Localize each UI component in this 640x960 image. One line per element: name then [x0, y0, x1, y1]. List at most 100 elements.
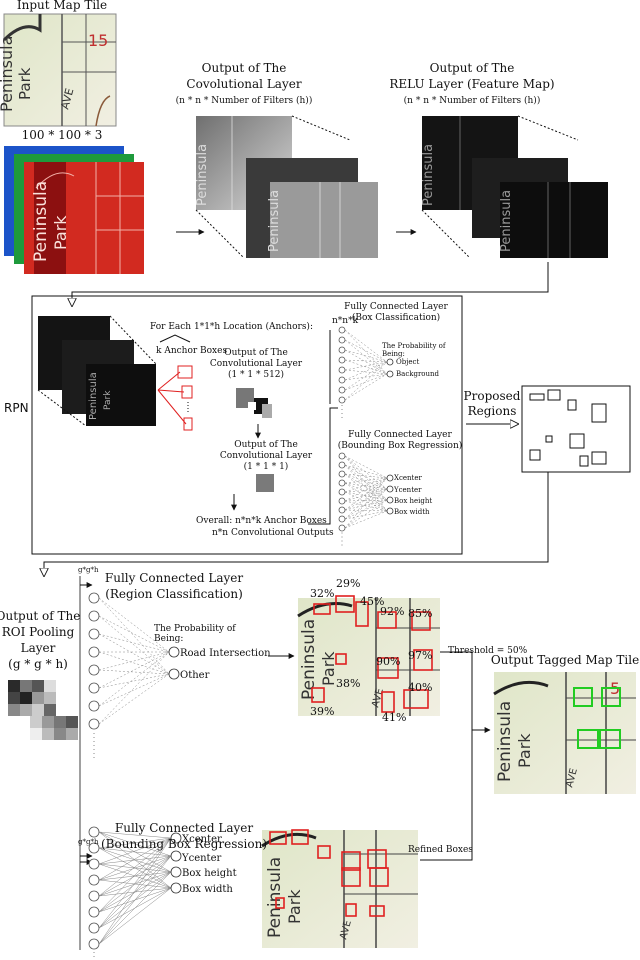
- bbox-output-node: [170, 832, 182, 844]
- region-input-node: [88, 682, 100, 694]
- rpn-reg-out-2: Ycenter: [394, 486, 422, 494]
- svg-text:Peninsula: Peninsula: [299, 619, 319, 700]
- roi-pixel: [20, 704, 32, 716]
- svg-text:Peninsula: Peninsula: [421, 144, 436, 206]
- rpn-fc-class-network: [338, 326, 394, 420]
- bbox-output-node: [170, 850, 182, 862]
- proposed-1: Proposed: [463, 389, 521, 403]
- output-map-tile: Peninsula Park AVE 5: [493, 672, 636, 794]
- rpn-class-input-node: [338, 376, 346, 384]
- roi-pixel: [54, 716, 66, 728]
- pct-label: 32%: [310, 587, 335, 600]
- rpn-class-output-node: [386, 370, 394, 378]
- rpn-reg-input-node: [338, 488, 346, 496]
- rpn-box: [31, 295, 463, 555]
- rpn-class-input-node: [338, 386, 346, 394]
- fc-region-out-other: Other: [180, 670, 210, 681]
- conv-title-2: Covolutional Layer: [186, 77, 302, 91]
- pct-label: 38%: [336, 677, 361, 690]
- region-output-node: [168, 668, 180, 680]
- bbox-input-node: [88, 858, 100, 870]
- svg-text:Park: Park: [16, 67, 34, 100]
- rpn-conv1-1: Output of The: [224, 348, 288, 358]
- svg-text:Park: Park: [285, 889, 304, 924]
- roi-pixel: [44, 680, 56, 692]
- roi-pixel: [20, 692, 32, 704]
- roi-pixel: [32, 692, 44, 704]
- proposed-2: Regions: [467, 404, 517, 418]
- relu-dims: (n * n * Number of Filters (h)): [403, 96, 541, 106]
- roi-pixel: [66, 716, 78, 728]
- rpn-conv-cube: [231, 388, 274, 511]
- rpn-feature-maps: Peninsula Park: [37, 315, 157, 427]
- rpn-class-input-node: [338, 356, 346, 364]
- pct-label: 45%: [360, 595, 385, 608]
- rpn-conv2-dims: (1 * 1 * 1): [243, 462, 289, 472]
- bbox-input-node: [88, 922, 100, 934]
- rpn-conv2-1: Output of The: [234, 440, 298, 450]
- rpn-fc-reg-title-2: (Bounding Box Regression): [337, 441, 463, 451]
- svg-text:15: 15: [88, 31, 108, 50]
- roi-pixel: [42, 716, 54, 728]
- relu-layer-stack: Peninsula Peninsula: [421, 115, 608, 259]
- rpn-prob-2: Being:: [382, 350, 405, 358]
- fc-region-size: g*g*h: [78, 566, 99, 574]
- bbox-output-node: [170, 882, 182, 894]
- rpn-fc-class-title-1: Fully Connected Layer: [344, 302, 448, 312]
- roi-pixel: [8, 692, 20, 704]
- rpn-for-each: For Each 1*1*h Location (Anchors):: [150, 322, 313, 332]
- input-map-tile: Peninsula Park AVE 15: [0, 13, 117, 127]
- rpn-reg-input-node: [338, 470, 346, 478]
- fc-region-prob-1: The Probability of: [154, 624, 236, 634]
- region-input-node: [88, 664, 100, 676]
- rpn-class-input-node: [338, 346, 346, 354]
- rpn-reg-out-1: Xcenter: [394, 474, 422, 482]
- roi-dims: (g * g * h): [8, 657, 68, 671]
- svg-text:Peninsula: Peninsula: [267, 190, 282, 252]
- region-input-node: [88, 718, 100, 730]
- rpn-anchors: [157, 365, 193, 431]
- rpn-out-background: Background: [396, 370, 440, 378]
- rpn-reg-output-node: [386, 485, 394, 493]
- pct-label: 85%: [408, 607, 433, 620]
- rpn-reg-input-node: [338, 515, 346, 523]
- svg-text:Park: Park: [103, 390, 113, 410]
- fc-bbox-title-1: Fully Connected Layer: [114, 821, 254, 835]
- relu-title-2: RELU Layer (Feature Map): [389, 77, 555, 91]
- rpn-anchor-boxes: k Anchor Boxes: [156, 346, 228, 356]
- rpn-prob-1: The Probability of: [382, 342, 446, 350]
- fc-bbox-size: g*g*h: [78, 838, 99, 846]
- relu-title-1: Output of The: [429, 61, 515, 75]
- rpn-reg-input-node: [338, 461, 346, 469]
- bbox-input-node: [88, 938, 100, 950]
- rpn-reg-input-node: [338, 452, 346, 460]
- rpn-conv1-dims: (1 * 1 * 512): [227, 370, 285, 380]
- bbox-output-node: [170, 866, 182, 878]
- pct-label: 40%: [408, 681, 433, 694]
- roi-pixel: [8, 704, 20, 716]
- svg-text:AVE: AVE: [338, 919, 354, 941]
- roi-pixel: [66, 728, 78, 740]
- svg-text:Peninsula: Peninsula: [265, 857, 285, 938]
- detection-map-tile: Peninsula Park AVE: [297, 595, 440, 716]
- roi-pixel: [8, 680, 20, 692]
- roi-pixel: [30, 728, 42, 740]
- region-input-node: [88, 646, 100, 658]
- rpn-reg-out-3: Box height: [394, 497, 433, 505]
- svg-text:AVE: AVE: [58, 87, 76, 111]
- rpn-class-input-node: [338, 336, 346, 344]
- rpn-fc-reg-network: [338, 452, 394, 546]
- fc-bbox-out-2: Ycenter: [182, 853, 222, 864]
- proposed-regions-panel: [521, 385, 631, 473]
- svg-text:Peninsula: Peninsula: [499, 190, 514, 252]
- pct-label: 92%: [380, 605, 405, 618]
- pct-label: 41%: [382, 711, 407, 724]
- bbox-input-node: [88, 890, 100, 902]
- bbox-input-node: [88, 826, 100, 838]
- rpn-class-input-node: [338, 396, 346, 404]
- svg-text:Peninsula: Peninsula: [195, 144, 210, 206]
- roi-line-2: ROI Pooling: [1, 625, 75, 639]
- region-output-node: [168, 646, 180, 658]
- region-input-node: [88, 592, 100, 604]
